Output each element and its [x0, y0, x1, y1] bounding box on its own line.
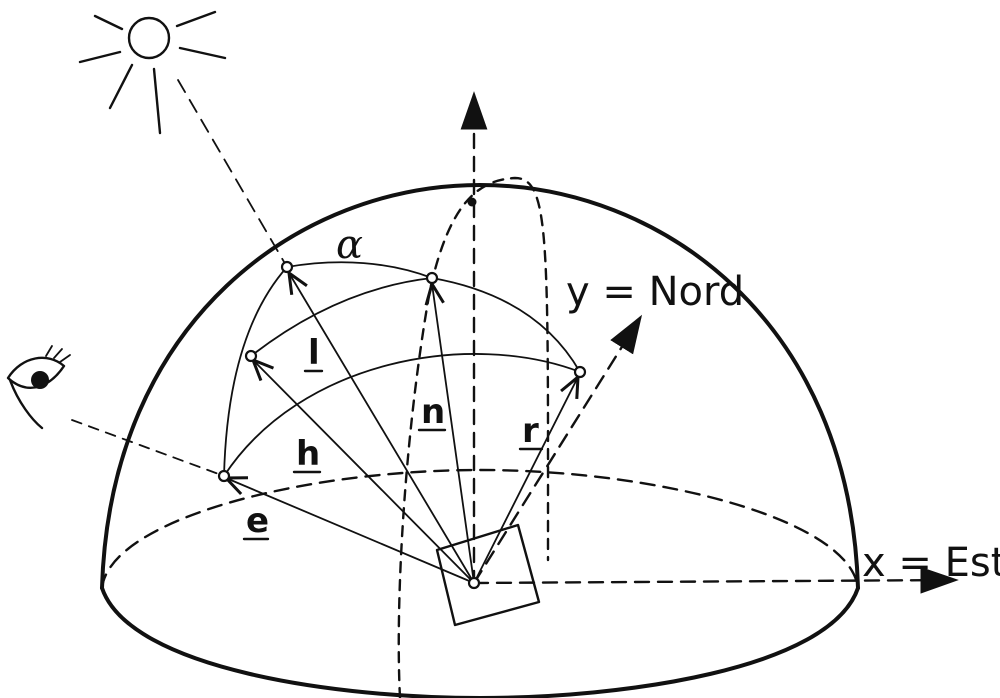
point-h — [244, 349, 258, 363]
label-alpha: α — [336, 222, 363, 268]
point-reflect — [573, 365, 587, 379]
x-axis — [472, 566, 959, 594]
point-origin — [467, 576, 481, 590]
sun-ray — [177, 79, 288, 268]
label-n: n — [421, 392, 445, 432]
label-r: r — [522, 411, 539, 451]
dome-outline — [100, 183, 860, 590]
label-y-nord: y = Nord — [566, 269, 744, 315]
sun-icon — [78, 10, 227, 135]
y-axis — [472, 314, 643, 585]
vector-lines — [226, 273, 578, 584]
zenith-point — [467, 197, 477, 207]
point-sun — [280, 260, 294, 274]
point-eye — [217, 469, 231, 483]
equator-back — [100, 468, 860, 590]
arc-n-r — [431, 277, 581, 373]
label-h: h — [296, 434, 320, 474]
arc-h-n — [250, 277, 433, 357]
equator-front — [100, 586, 860, 698]
eye-sightline — [71, 419, 225, 477]
arc-sun-normal — [286, 261, 433, 279]
label-e: e — [246, 501, 269, 541]
eye-icon — [6, 345, 71, 430]
surface-element — [435, 523, 541, 627]
point-normal — [425, 271, 439, 285]
label-x-est: x = Est — [862, 540, 1000, 586]
label-l: l — [308, 333, 320, 373]
meridian-curve — [397, 176, 550, 698]
arc-eye-sun — [223, 266, 288, 477]
arc-e-r — [223, 353, 581, 477]
